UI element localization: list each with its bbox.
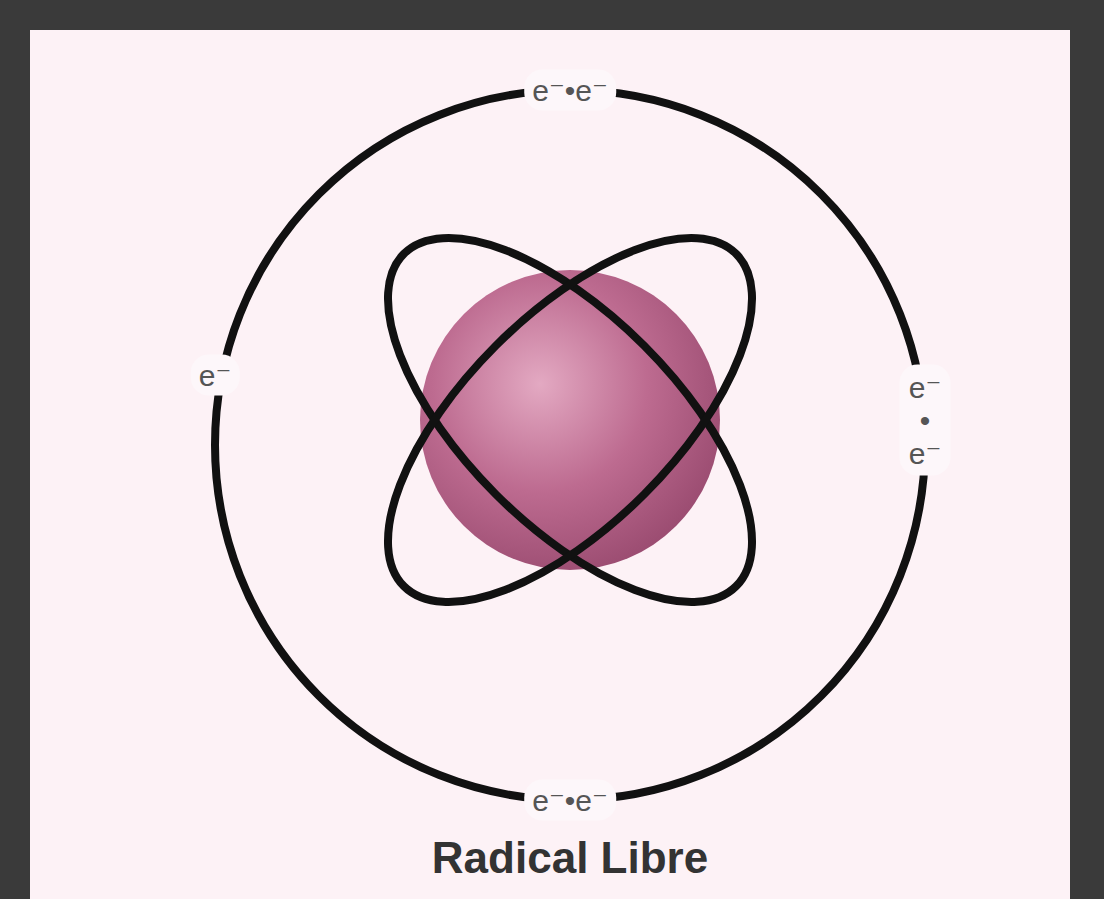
electron-label: e⁻ bbox=[191, 355, 240, 396]
electron-label: e⁻ • e⁻ bbox=[900, 365, 951, 476]
electron-label: e⁻•e⁻ bbox=[524, 780, 616, 821]
electron-label: e⁻•e⁻ bbox=[524, 70, 616, 111]
caption: Radical Libre bbox=[432, 833, 708, 883]
